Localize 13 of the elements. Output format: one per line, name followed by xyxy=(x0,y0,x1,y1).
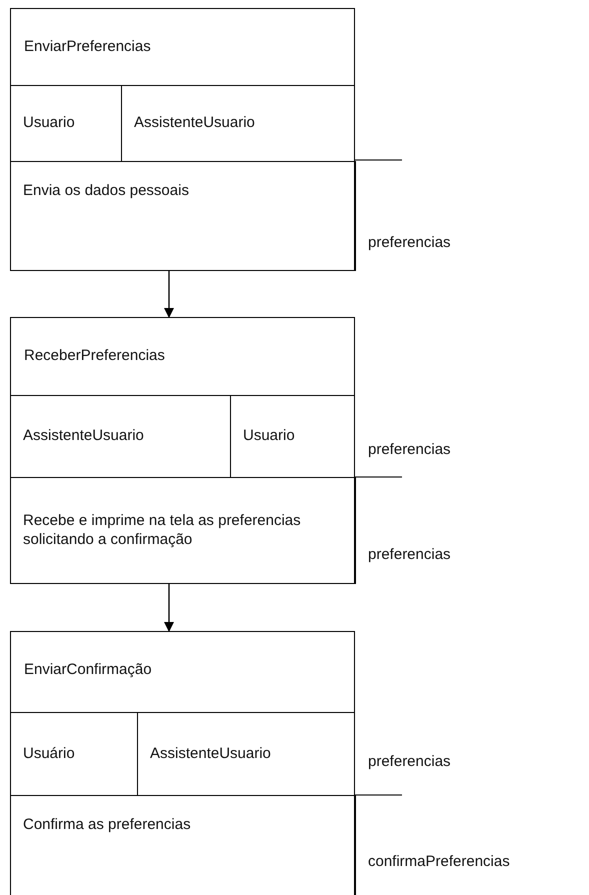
message-label: preferencias xyxy=(368,546,451,563)
box-title: EnviarPreferencias xyxy=(24,38,151,55)
message-label: confirmaPreferencias xyxy=(368,853,510,870)
arrow xyxy=(164,271,174,318)
protocol-box xyxy=(10,8,355,271)
message-label: preferencias xyxy=(368,234,451,251)
box-title: EnviarConfirmação xyxy=(24,661,152,678)
message-label: preferencias xyxy=(368,441,451,458)
protocol-box xyxy=(10,631,355,895)
arrow xyxy=(164,584,174,632)
box-title: ReceberPreferencias xyxy=(24,347,165,364)
protocol-box xyxy=(10,317,355,584)
message-label: preferencias xyxy=(368,753,451,770)
